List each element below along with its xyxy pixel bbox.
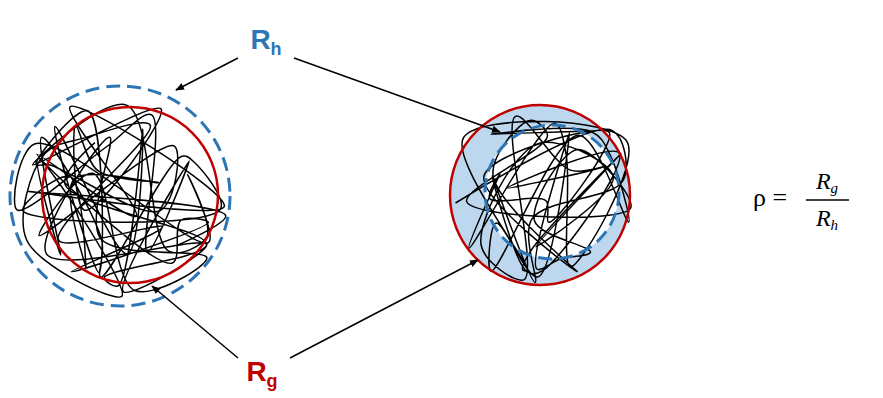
- ratio-symbol: ρ =: [753, 182, 787, 213]
- fraction-denominator: Rh: [816, 204, 838, 234]
- fraction-numerator: Rg: [816, 167, 838, 197]
- rg-label: Rg: [246, 355, 277, 393]
- rh-label: Rh: [250, 23, 281, 61]
- inner-fill: [485, 125, 619, 259]
- rh-dashed-circle: [10, 86, 230, 306]
- leader-arrow: [176, 58, 238, 90]
- rg-circle: [42, 107, 218, 283]
- rg-circle: [450, 105, 630, 285]
- leader-arrow: [294, 58, 500, 132]
- leader-arrow: [152, 286, 238, 358]
- polymer-coils: [14, 104, 631, 297]
- fraction-bar: [806, 199, 849, 201]
- leader-arrow: [290, 260, 478, 358]
- polymer-chain: [14, 104, 225, 297]
- rh-dashed-circle: [485, 125, 619, 259]
